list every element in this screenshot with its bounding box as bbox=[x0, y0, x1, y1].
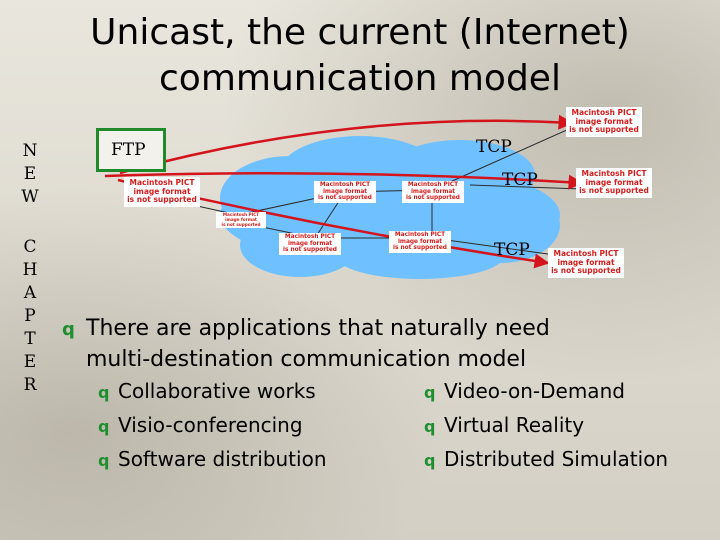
placeholder-line: image format bbox=[225, 216, 257, 222]
router-image-placeholder: Macintosh PICT image format is not suppo… bbox=[314, 181, 376, 203]
router-image-placeholder: Macintosh PICT image format is not suppo… bbox=[216, 212, 266, 229]
list-item-label: Virtual Reality bbox=[444, 413, 585, 437]
vertical-letter: H bbox=[22, 260, 38, 280]
placeholder-line: image format bbox=[287, 240, 333, 247]
placeholder-line: Macintosh PICT bbox=[222, 212, 260, 217]
list-item-label: Video-on-Demand bbox=[444, 379, 625, 403]
arrow-to-receiver-1 bbox=[119, 114, 574, 175]
placeholder-line: is not supported bbox=[551, 266, 621, 276]
receiver-image-placeholder: Macintosh PICT image format is not suppo… bbox=[548, 248, 624, 278]
bullet-icon: q bbox=[62, 319, 75, 340]
tcp-label: TCP bbox=[502, 170, 538, 190]
receiver-image-placeholder: Macintosh PICT image format is not suppo… bbox=[566, 107, 642, 137]
placeholder-line: Macintosh PICT bbox=[319, 182, 371, 188]
placeholder-line: image format bbox=[410, 188, 456, 195]
placeholder-line: Macintosh PICT bbox=[581, 169, 647, 178]
list-item: q Collaborative works bbox=[98, 375, 327, 409]
placeholder-line: image format bbox=[585, 177, 643, 187]
placeholder-line: Macintosh PICT bbox=[407, 182, 459, 188]
title-line-2: communication model bbox=[159, 58, 561, 99]
vertical-letter: E bbox=[23, 352, 37, 372]
placeholder-line: image format bbox=[557, 257, 615, 267]
placeholder-line: Macintosh PICT bbox=[284, 234, 336, 240]
receiver-image-placeholder: Macintosh PICT image format is not suppo… bbox=[576, 168, 652, 198]
list-item: q Software distribution bbox=[98, 443, 327, 477]
bullet-icon: q bbox=[424, 417, 436, 436]
title-line-1: Unicast, the current (Internet) bbox=[90, 12, 630, 53]
vertical-letter: N bbox=[22, 141, 38, 161]
list-item: q Video-on-Demand bbox=[424, 375, 668, 409]
bullet-icon: q bbox=[98, 451, 110, 470]
placeholder-line: Macintosh PICT bbox=[129, 178, 195, 187]
bullet-icon: q bbox=[98, 383, 110, 402]
vertical-letter: R bbox=[23, 375, 37, 395]
placeholder-line: is not supported bbox=[283, 247, 337, 254]
placeholder-line: Macintosh PICT bbox=[394, 232, 446, 238]
placeholder-line: Macintosh PICT bbox=[553, 249, 619, 258]
bullet-icon: q bbox=[424, 383, 436, 402]
vertical-letter: E bbox=[23, 164, 37, 184]
placeholder-line: image format bbox=[133, 186, 191, 196]
vertical-letter: C bbox=[23, 237, 37, 257]
placeholder-line: is not supported bbox=[318, 195, 372, 202]
list-item: q Visio-conferencing bbox=[98, 409, 327, 443]
tcp-label: TCP bbox=[494, 240, 530, 260]
placeholder-line: is not supported bbox=[569, 125, 639, 135]
vertical-word-new: N E W bbox=[18, 140, 42, 209]
placeholder-line: image format bbox=[575, 116, 633, 126]
vertical-letter: T bbox=[24, 329, 36, 349]
sender-image-placeholder: Macintosh PICT image format is not suppo… bbox=[124, 177, 200, 207]
arrow-to-receiver-2 bbox=[104, 171, 584, 190]
list-item-label: Software distribution bbox=[118, 447, 327, 471]
vertical-letter: A bbox=[23, 283, 37, 303]
placeholder-line: image format bbox=[322, 188, 368, 195]
vertical-letter: P bbox=[24, 306, 36, 326]
tcp-label: TCP bbox=[476, 137, 512, 157]
placeholder-line: is not supported bbox=[221, 221, 261, 227]
slide-title: Unicast, the current (Internet) communic… bbox=[40, 10, 680, 102]
main-bullet-line-1: There are applications that naturally ne… bbox=[86, 316, 550, 341]
placeholder-line: is not supported bbox=[127, 195, 197, 205]
placeholder-line: is not supported bbox=[579, 186, 649, 196]
placeholder-line: Macintosh PICT bbox=[571, 108, 637, 117]
main-bullet-line-2: multi-destination communication model bbox=[86, 347, 527, 372]
ftp-sender-box: FTP bbox=[96, 128, 166, 172]
router-image-placeholder: Macintosh PICT image format is not suppo… bbox=[279, 233, 341, 255]
placeholder-line: is not supported bbox=[393, 245, 447, 252]
bullet-icon: q bbox=[98, 417, 110, 436]
placeholder-line: is not supported bbox=[406, 195, 460, 202]
list-item: q Virtual Reality bbox=[424, 409, 668, 443]
main-bullet: q There are applications that naturally n… bbox=[62, 314, 702, 375]
placeholder-line: image format bbox=[397, 238, 443, 245]
list-item-label: Collaborative works bbox=[118, 379, 316, 403]
vertical-word-chapter: C H A P T E R bbox=[18, 236, 42, 397]
list-item: q Distributed Simulation bbox=[424, 443, 668, 477]
router-image-placeholder: Macintosh PICT image format is not suppo… bbox=[389, 231, 451, 253]
router-image-placeholder: Macintosh PICT image format is not suppo… bbox=[402, 181, 464, 203]
vertical-letter: W bbox=[21, 187, 39, 207]
bullet-icon: q bbox=[424, 451, 436, 470]
list-item-label: Distributed Simulation bbox=[444, 447, 669, 471]
list-item-label: Visio-conferencing bbox=[118, 413, 303, 437]
